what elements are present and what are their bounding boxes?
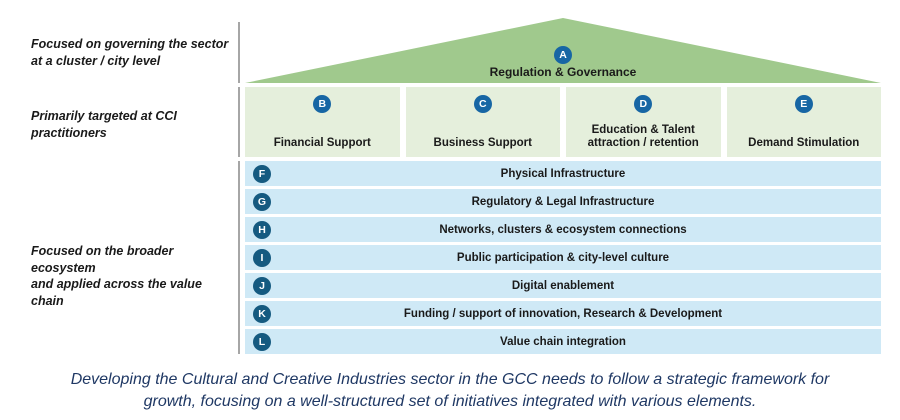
- bar-digital-enablement: J Digital enablement: [245, 273, 881, 298]
- bar-label: Public participation & city-level cultur…: [456, 251, 670, 264]
- column-education-talent: D Education & Talent attraction / retent…: [566, 87, 721, 157]
- caption: Developing the Cultural and Creative Ind…: [0, 369, 900, 412]
- divider-segment-middle: [238, 87, 240, 157]
- bar-label: Regulatory & Legal Infrastructure: [471, 195, 655, 208]
- framework-main: A Regulation & Governance B Financial Su…: [245, 0, 881, 360]
- bar-label: Digital enablement: [511, 279, 615, 292]
- badge-c: C: [473, 95, 492, 113]
- bar-public-participation: I Public participation & city-level cult…: [245, 245, 881, 270]
- badge-b: B: [313, 95, 332, 113]
- column-label: Business Support: [433, 137, 532, 150]
- caption-line-2: growth, focusing on a well-structured se…: [143, 392, 757, 410]
- divider-segment-top: [238, 22, 240, 83]
- bar-value-chain-integration: L Value chain integration: [245, 329, 881, 354]
- bar-label: Value chain integration: [500, 335, 626, 348]
- column-business-support: C Business Support: [405, 87, 560, 157]
- bar-funding-rd: K Funding / support of innovation, Resea…: [245, 301, 881, 326]
- bar-networks-clusters: H Networks, clusters & ecosystem connect…: [245, 217, 881, 242]
- column-label: Education & Talent attraction / retentio…: [587, 123, 699, 150]
- bar-label: Funding / support of innovation, Researc…: [403, 307, 723, 320]
- bar-physical-infrastructure: F Physical Infrastructure: [245, 161, 881, 186]
- annotation-governing-level: Focused on governing the sector at a clu…: [31, 37, 229, 68]
- badge-l: L: [253, 332, 271, 351]
- column-financial-support: B Financial Support: [245, 87, 400, 157]
- badge-j: J: [253, 276, 271, 295]
- badge-k: K: [253, 304, 271, 323]
- annotation-broader-ecosystem: Focused on the broader ecosystem and app…: [31, 244, 202, 308]
- bar-label: Physical Infrastructure: [500, 167, 626, 180]
- badge-e: E: [794, 95, 813, 113]
- bar-label: Networks, clusters & ecosystem connectio…: [439, 223, 687, 236]
- roof-content: A Regulation & Governance: [245, 18, 881, 83]
- column-label: Financial Support: [273, 137, 371, 150]
- bar-regulatory-legal-infrastructure: G Regulatory & Legal Infrastructure: [245, 189, 881, 214]
- caption-line-1: Developing the Cultural and Creative Ind…: [70, 371, 830, 388]
- pillar-columns: B Financial Support C Business Support D…: [245, 87, 881, 157]
- column-label: Demand Stimulation: [748, 137, 860, 150]
- roof-label: Regulation & Governance: [489, 65, 637, 79]
- badge-d: D: [634, 95, 653, 113]
- badge-h: H: [253, 220, 271, 239]
- badge-i: I: [253, 248, 271, 267]
- badge-a: A: [554, 46, 572, 64]
- badge-f: F: [253, 164, 271, 183]
- ecosystem-bars: F Physical Infrastructure G Regulatory &…: [245, 161, 881, 357]
- annotation-cci-practitioners: Primarily targeted at CCI practitioners: [31, 109, 177, 140]
- divider-segment-bottom: [238, 161, 240, 354]
- badge-g: G: [253, 192, 271, 211]
- column-demand-stimulation: E Demand Stimulation: [726, 87, 881, 157]
